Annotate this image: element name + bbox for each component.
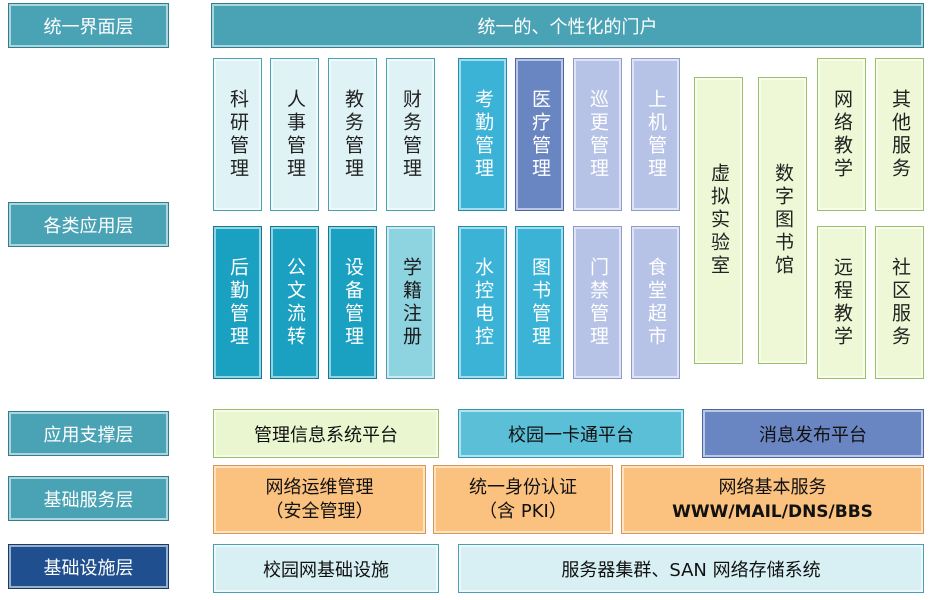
layer-support-label: 应用支撑层: [8, 411, 169, 456]
app-community-services: 社区服务: [875, 226, 924, 379]
portal-banner: 统一的、个性化的门户: [211, 3, 924, 48]
app-houqin: 后勤管理: [213, 226, 262, 379]
layer-service-text: 基础服务层: [43, 489, 134, 511]
app-xungeng: 巡更管理: [573, 58, 622, 211]
app-shangji: 上机管理: [631, 58, 680, 211]
app-shitang: 食堂超市: [631, 226, 680, 379]
service-network-ops-line2: （安全管理）: [265, 500, 374, 522]
service-network-basic-line2: WWW/MAIL/DNS/BBS: [672, 501, 873, 522]
app-jiaowu: 教务管理: [328, 58, 377, 211]
service-unified-auth-line2: （含 PKI）: [479, 500, 567, 522]
app-online-teaching: 网络教学: [817, 58, 866, 211]
app-caiwu: 财务管理: [386, 58, 435, 211]
app-renshi: 人事管理: [270, 58, 319, 211]
app-other-services: 其他服务: [875, 58, 924, 211]
layer-support-text: 应用支撑层: [43, 424, 134, 446]
app-digital-library: 数字图书馆: [758, 77, 807, 364]
layer-ui-text: 统一界面层: [43, 16, 134, 38]
service-network-ops-line1: 网络运维管理: [265, 476, 374, 498]
layer-infra-label: 基础设施层: [8, 544, 169, 589]
app-keyan: 科研管理: [213, 58, 262, 211]
support-mis-platform: 管理信息系统平台: [213, 409, 439, 458]
infra-campus-network: 校园网基础设施: [213, 544, 439, 593]
service-network-basic: 网络基本服务 WWW/MAIL/DNS/BBS: [621, 465, 924, 534]
service-network-basic-line1: 网络基本服务: [718, 476, 827, 498]
app-shuikong: 水控电控: [458, 226, 507, 379]
layer-ui-label: 统一界面层: [8, 3, 169, 48]
app-remote-teaching: 远程教学: [817, 226, 866, 379]
layer-service-label: 基础服务层: [8, 476, 169, 521]
app-virtual-lab: 虚拟实验室: [694, 77, 743, 364]
service-unified-auth-line1: 统一身份认证: [469, 476, 577, 498]
service-network-ops: 网络运维管理 （安全管理）: [213, 465, 426, 534]
app-yiliao: 医疗管理: [515, 58, 564, 211]
app-xueji: 学籍注册: [386, 226, 435, 379]
app-shebei: 设备管理: [328, 226, 377, 379]
infra-server-san: 服务器集群、SAN 网络存储系统: [458, 544, 924, 593]
app-gongwen: 公文流转: [270, 226, 319, 379]
portal-text: 统一的、个性化的门户: [477, 16, 658, 38]
app-menjin: 门禁管理: [573, 226, 622, 379]
app-kaoqin: 考勤管理: [458, 58, 507, 211]
layer-app-label: 各类应用层: [8, 202, 169, 247]
layer-app-text: 各类应用层: [43, 215, 134, 237]
support-card-platform: 校园一卡通平台: [458, 409, 684, 458]
service-unified-auth: 统一身份认证 （含 PKI）: [433, 465, 613, 534]
app-tushu: 图书管理: [515, 226, 564, 379]
support-message-platform: 消息发布平台: [702, 409, 924, 458]
layer-infra-text: 基础设施层: [43, 557, 134, 579]
